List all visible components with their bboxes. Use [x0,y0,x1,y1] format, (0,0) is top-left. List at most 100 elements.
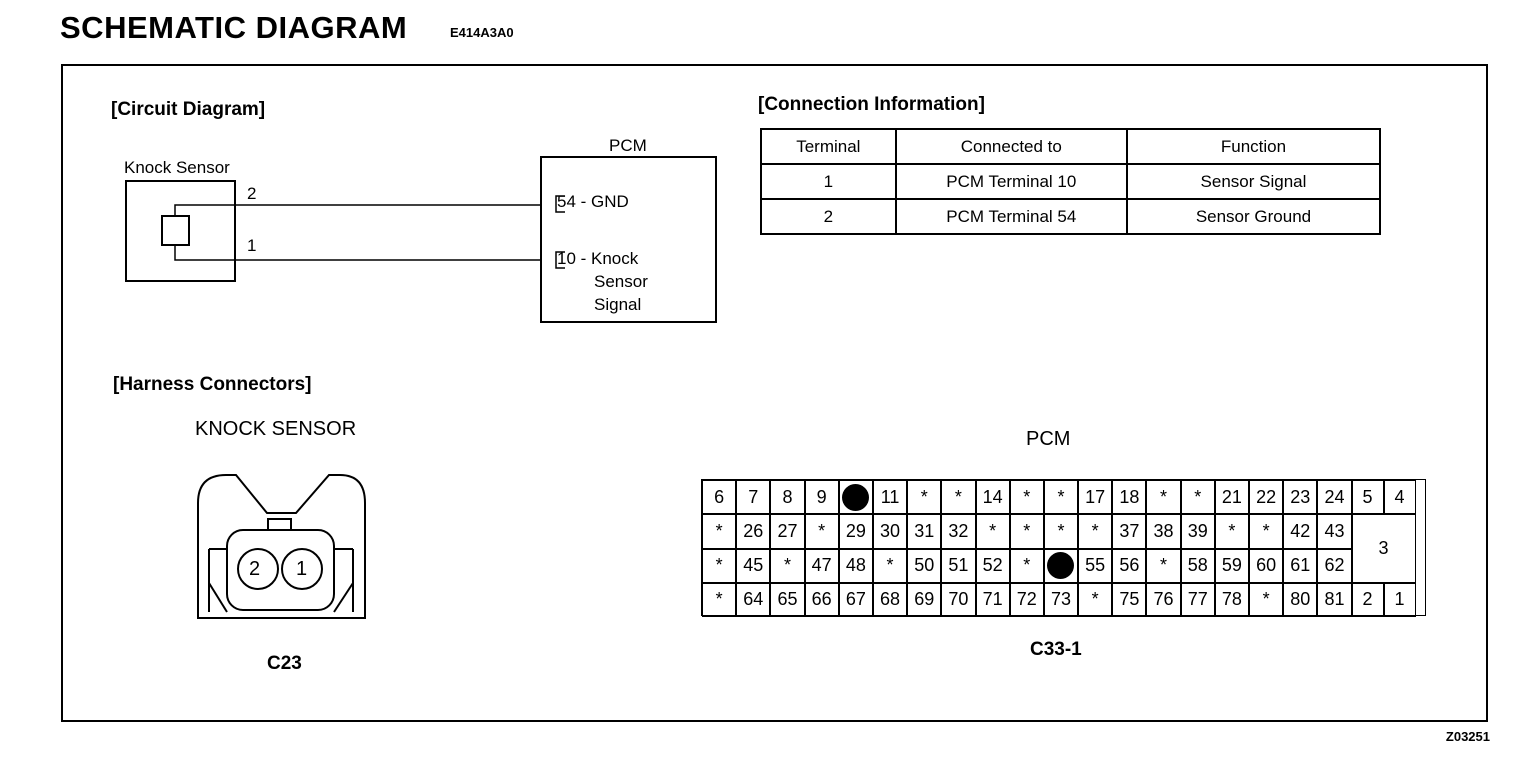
pcm-pin-cell: 59 [1214,548,1249,583]
knock-connector-id: C23 [267,653,302,674]
pcm-pin-cell: * [941,480,976,515]
pcm-pin-cell: * [1043,480,1079,515]
pcm-box-label: PCM [609,136,647,155]
pcm-pin-cell: 5 [1351,480,1384,515]
pcm-pin-cell: 1 [1383,582,1416,617]
pcm-pin-cell: 23 [1283,480,1318,515]
wire-1 [174,245,540,261]
pcm-pin-cell: * [1078,514,1113,549]
pcm-pin-cell: 2 [1351,582,1384,617]
knock-pin-1: 1 [296,558,308,580]
column-header-connected-to: Connected to [894,128,1128,165]
pcm-pin-cell: * [770,548,805,583]
pcm-pin-cell: 68 [872,582,908,617]
pcm-pin-cell: 76 [1146,582,1181,617]
connection-table: Terminal Connected to Function 1 PCM Ter… [760,128,1382,235]
pcm-connector-id: C33-1 [1030,639,1082,660]
connection-info-heading: [Connection Information] [758,94,985,115]
pcm-pin-cell: * [702,582,737,617]
pcm-pin-cell: 66 [804,582,839,617]
diagram-frame [61,64,1488,722]
pcm-pin-cell: 30 [872,514,908,549]
page-title: SCHEMATIC DIAGRAM [60,10,408,45]
figure-reference: Z03251 [1445,729,1490,744]
pcm-pin-cell: 58 [1180,548,1215,583]
pcm-pin-cell: 32 [941,514,976,549]
pcm-pin-cell: * [1009,514,1044,549]
table-cell: PCM Terminal 54 [894,198,1128,235]
pcm-pin-cell: 6 [702,480,737,515]
pcm-pin-cell: 4 [1383,480,1416,515]
pcm-pin-cell: 71 [975,582,1010,617]
table-row: 2 PCM Terminal 54 Sensor Ground [760,198,1382,235]
pcm-pin-cell: * [1078,582,1113,617]
pcm-pin-10-signal: Signal [594,295,642,314]
knock-pin-2: 2 [249,558,261,580]
pcm-pin-cell: 52 [975,548,1010,583]
pcm-pin-cell: * [907,480,942,515]
table-header-row: Terminal Connected to Function [760,128,1382,165]
pcm-pin-cell: 38 [1146,514,1181,549]
table-cell: 2 [760,198,897,235]
pcm-pin-cell: * [1009,480,1044,515]
harness-connectors-heading: [Harness Connectors] [113,374,312,395]
pcm-pin-cell: 27 [770,514,805,549]
pcm-pin-cell: * [1146,480,1181,515]
pcm-pin-cell: 62 [1317,548,1352,583]
pcm-pin-cell: 7 [736,480,771,515]
pcm-pin-cell: 72 [1009,582,1044,617]
table-cell: Sensor Ground [1125,198,1382,235]
pcm-pin-cell: * [872,548,908,583]
knock-sensor-label: Knock Sensor [124,158,230,177]
pcm-pin-cell: * [1146,548,1181,583]
table-cell: 1 [760,163,897,200]
pcm-pin-cell: 18 [1112,480,1147,515]
column-header-function: Function [1125,128,1382,165]
pcm-pin-cell: 24 [1317,480,1352,515]
pcm-pin-cell: 26 [736,514,771,549]
pcm-pin-cell [1043,548,1079,583]
pcm-pin-cell: 21 [1214,480,1249,515]
pcm-pin-cell: 50 [907,548,942,583]
pcm-pin-cell: 73 [1043,582,1079,617]
pcm-pin-cell: 45 [736,548,771,583]
pcm-pin-cell: 67 [838,582,873,617]
pcm-pin-cell: 3 [1351,514,1416,583]
pcm-pin-cell [838,480,873,515]
knock-sensor-box [125,180,236,282]
pcm-pin-10-knock: 10 - Knock [557,249,639,268]
pcm-pin-cell: 22 [1249,480,1284,515]
pcm-pin-cell: 17 [1078,480,1113,515]
wire-1-number: 1 [247,236,257,255]
pcm-pin-cell: 42 [1283,514,1318,549]
pcm-pin-cell: 11 [872,480,908,515]
pcm-pin-cell: * [975,514,1010,549]
pcm-pin-cell: 80 [1283,582,1318,617]
pcm-pin-cell: 55 [1078,548,1113,583]
table-cell: Sensor Signal [1125,163,1382,200]
pcm-connector-title: PCM [1026,428,1071,450]
pcm-pin-cell: * [702,514,737,549]
pcm-pin-cell: 56 [1112,548,1147,583]
pcm-pin-cell: 9 [804,480,839,515]
pcm-box [540,156,717,323]
pcm-pin-cell: * [1009,548,1044,583]
pcm-pin-cell: * [1249,582,1284,617]
sensor-element-icon [161,215,190,246]
table-row: 1 PCM Terminal 10 Sensor Signal [760,163,1382,200]
pcm-pin-cell: 8 [770,480,805,515]
wire-2-number: 2 [247,184,257,203]
pcm-pin-cell: 14 [975,480,1010,515]
document-code: E414A3A0 [450,25,514,40]
wire-2 [174,204,540,216]
pcm-pin-cell: * [1043,514,1079,549]
pcm-pin-54-gnd: 54 - GND [557,192,629,211]
pcm-pin-cell: * [702,548,737,583]
pcm-pin-cell: 47 [804,548,839,583]
pcm-pin-cell: * [804,514,839,549]
pcm-pin-cell: 29 [838,514,873,549]
pcm-pin-cell: 60 [1249,548,1284,583]
pcm-pin-cell: 61 [1283,548,1318,583]
